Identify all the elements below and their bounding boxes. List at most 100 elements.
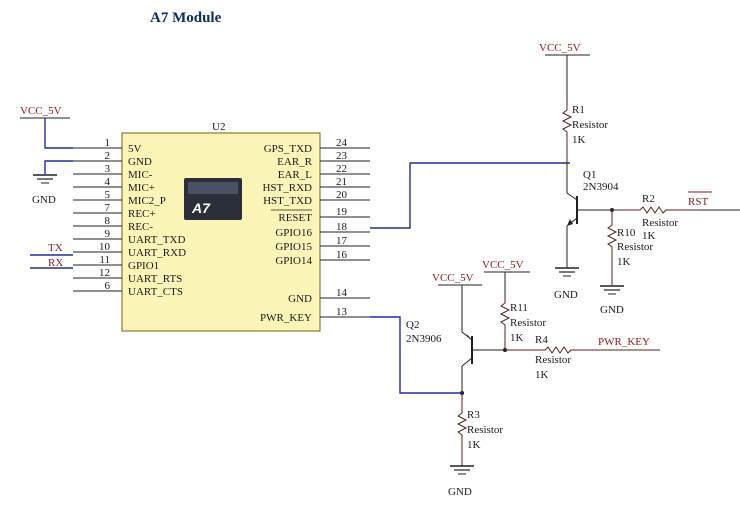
resistor-r10: R10 Resistor 1K [606, 210, 653, 285]
chip-pin-name: GPIO16 [275, 227, 312, 239]
net-label-vcc-r1: VCC_5V [539, 42, 581, 54]
q1-ref: Q1 [583, 169, 596, 181]
chip-pin-name: UART_CTS [128, 286, 183, 298]
chip-pin-number: 5 [105, 189, 111, 201]
chip-pin-name: REC+ [128, 208, 156, 220]
chip-pin-number: 8 [105, 215, 111, 227]
chip-pin-number: 2 [105, 150, 111, 162]
chip-pin-number: 14 [336, 287, 348, 299]
diagram-title: A7 Module [150, 10, 222, 26]
chip-designator: U2 [212, 121, 225, 133]
chip-pin-number: 24 [336, 137, 348, 149]
gnd-net-q1: GND [554, 267, 579, 301]
r3-ref: R3 [467, 409, 480, 421]
chip-pin-name: GPIO1 [128, 260, 159, 272]
net-label-vcc-q2: VCC_5V [432, 272, 474, 284]
chip-pin-name: HST_TXD [263, 195, 312, 207]
net-label-tx: TX [48, 242, 63, 254]
chip-pin-name: EAR_L [278, 169, 313, 181]
resistor-r2: R2 Resistor 1K RST [610, 191, 740, 242]
chip-pin-number: 12 [99, 267, 110, 279]
net-label-vcc-r11: VCC_5V [482, 259, 524, 271]
chip-pin-name: GND [288, 293, 312, 305]
chip-pin-number: 20 [336, 189, 348, 201]
chip-pin-number: 21 [336, 176, 347, 188]
r3-value: 1K [467, 439, 481, 451]
chip-pin-name: HST_RXD [262, 182, 312, 194]
chip-pin-name: GPIO15 [275, 241, 312, 253]
r4-value: 1K [535, 369, 549, 381]
r11-type: Resistor [510, 317, 546, 329]
chip-pin-number: 3 [105, 163, 111, 175]
chip-pin-name: GPIO14 [275, 255, 312, 267]
q2-part: 2N3906 [406, 333, 442, 345]
r2-ref: R2 [642, 193, 655, 205]
chip-pin-name: GPS_TXD [264, 143, 312, 155]
chip-logo-text: A7 [191, 200, 211, 216]
q1-part: 2N3904 [583, 181, 619, 193]
chip-pin-name: 5V [128, 143, 142, 155]
gnd-label-r10: GND [600, 304, 624, 316]
r4-ref: R4 [535, 334, 548, 346]
r1-ref: R1 [572, 104, 585, 116]
vcc-net-r1: VCC_5V [539, 42, 590, 105]
r10-type: Resistor [617, 241, 653, 253]
chip-pin-name: UART_RTS [128, 273, 182, 285]
r11-ref: R11 [510, 302, 528, 314]
net-label-rst: RST [688, 196, 708, 208]
chip-pin-number: 4 [105, 176, 111, 188]
net-label-vcc-chip: VCC_5V [20, 105, 62, 117]
chip-pin-name: GND [128, 156, 152, 168]
r1-value: 1K [572, 134, 586, 146]
chip-pin-name: UART_TXD [128, 234, 185, 246]
gnd-net-chip: GND [32, 160, 73, 206]
chip-pin-name: EAR_R [277, 156, 313, 168]
pwrkey-wire [370, 316, 462, 394]
chip-pin-number: 22 [336, 163, 347, 175]
chip-pin-number: 10 [99, 241, 111, 253]
net-label-pwr-key: PWR_KEY [598, 336, 650, 348]
resistor-r1: R1 Resistor 1K [561, 104, 608, 163]
chip-body [121, 132, 321, 332]
chip-logo-image: A7 [184, 178, 242, 220]
chip-pin-number: 9 [105, 228, 111, 240]
chip-pin-number: 1 [105, 137, 111, 149]
vcc-net-q2: VCC_5V [432, 272, 482, 332]
chip-pin-number: 23 [336, 150, 348, 162]
r11-value: 1K [510, 332, 524, 344]
chip-pin-name: MIC+ [128, 182, 155, 194]
vcc-net-chip: VCC_5V [20, 105, 73, 149]
chip-pin-number: 16 [336, 249, 348, 261]
vcc-net-r11: VCC_5V [482, 259, 530, 298]
r2-value: 1K [642, 230, 656, 242]
gnd-label-chip: GND [32, 194, 56, 206]
r10-ref: R10 [617, 227, 636, 239]
gnd-label-q1: GND [554, 289, 578, 301]
chip-pin-number: 11 [99, 254, 110, 266]
reset-wire [370, 162, 570, 229]
chip-pin-number: 13 [336, 306, 348, 318]
r1-type: Resistor [572, 119, 608, 131]
chip-pin-number: 6 [105, 280, 111, 292]
chip-pin-number: 7 [105, 202, 111, 214]
chip-pin-name: PWR_KEY [260, 312, 312, 324]
chip-pin-name: RESET [278, 212, 312, 224]
transistor-q1: Q1 2N3904 [566, 163, 619, 268]
q2-ref: Q2 [406, 319, 419, 331]
chip-pin-name: UART_RXD [128, 247, 186, 259]
tx-net: TX [30, 242, 73, 256]
r4-type: Resistor [535, 354, 571, 366]
chip-pin-number: 19 [336, 206, 348, 218]
chip-pin-number: 17 [336, 235, 348, 247]
r10-value: 1K [617, 256, 631, 268]
rx-net: RX [30, 257, 73, 269]
gnd-net-r3: GND [448, 465, 474, 498]
net-label-rx: RX [48, 257, 63, 269]
resistor-r11: R11 Resistor 1K [499, 298, 546, 350]
chip-pin-name: MIC2_P [128, 195, 166, 207]
r2-type: Resistor [642, 217, 678, 229]
